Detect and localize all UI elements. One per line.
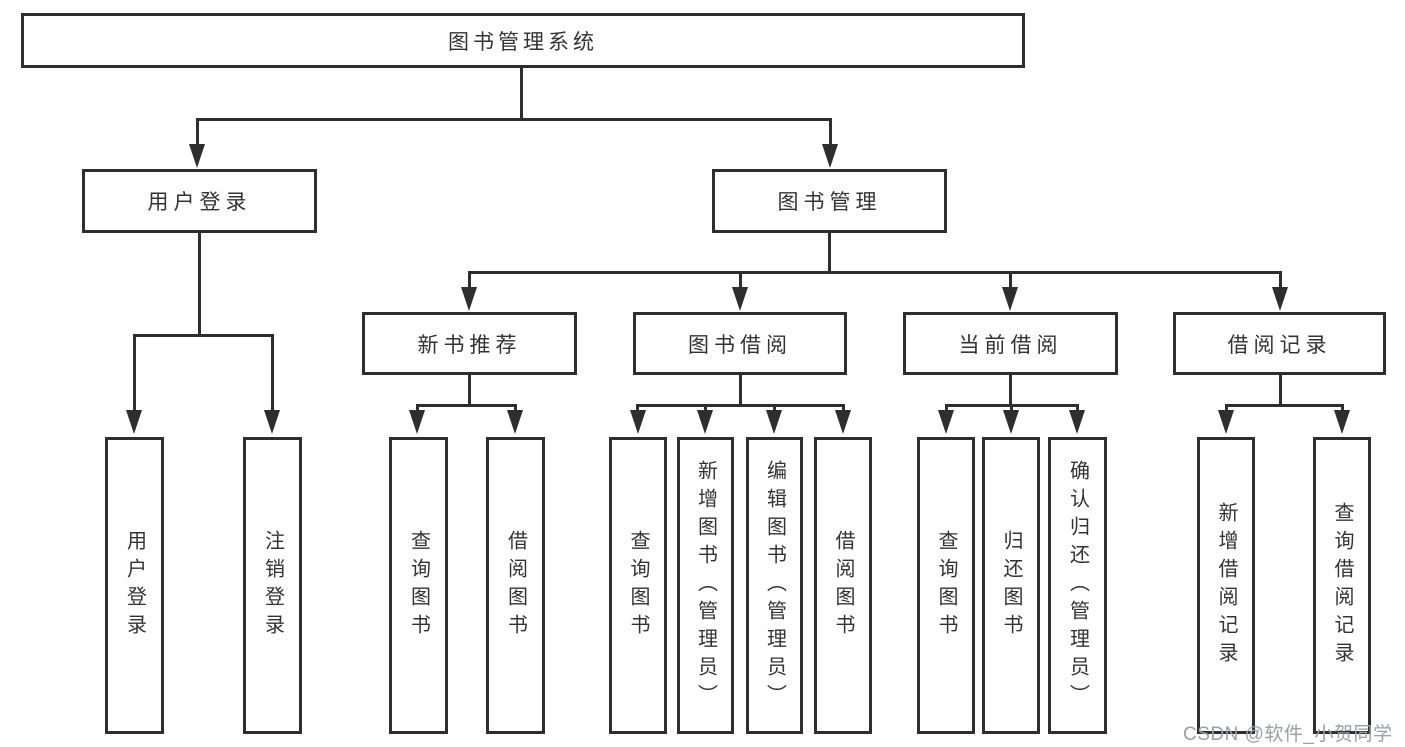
node-current-borrow-label: 当前借阅 — [958, 333, 1063, 357]
arrowhead-newbooks — [461, 287, 477, 311]
connector-bb-borrow-drop — [842, 404, 845, 414]
leaf-bb-query-books: 查询图书 — [609, 437, 667, 734]
arrowhead-bookmgmt — [822, 144, 838, 168]
connector-nb-query-drop — [416, 404, 419, 414]
arrowhead-currentborrow — [1002, 287, 1018, 311]
arrowhead-bb-add — [697, 410, 713, 434]
arrowhead-cb-confirm — [1069, 410, 1085, 434]
connector-newbooks-drop — [468, 271, 471, 288]
arrowhead-nb-query — [409, 410, 425, 434]
leaf-nb-borrow-books-label: 借阅图书 — [504, 529, 527, 642]
leaf-br-add-record-label: 新增借阅记录 — [1215, 501, 1237, 670]
connector-bb-query-drop — [636, 404, 639, 414]
leaf-cb-confirm-return: 确认归还（管理员） — [1048, 437, 1107, 734]
connector-userlogin-drop — [196, 118, 199, 148]
arrowhead-leaf-login — [126, 410, 142, 434]
leaf-br-query-record-label: 查询借阅记录 — [1331, 501, 1353, 670]
connector-currentborrow-stem — [1009, 375, 1012, 406]
connector-newbooks-stem — [468, 375, 471, 406]
node-new-books-label: 新书推荐 — [417, 333, 522, 357]
connector-bookborrow-stem — [739, 375, 742, 406]
leaf-cb-return-books: 归还图书 — [982, 437, 1040, 734]
connector-bookborrow-drop — [739, 271, 742, 288]
leaf-logout-label: 注销登录 — [261, 529, 284, 642]
node-book-borrow: 图书借阅 — [633, 312, 847, 375]
arrowhead-borrowrecords — [1272, 287, 1288, 311]
leaf-bb-edit-books: 编辑图书（管理员） — [746, 437, 803, 734]
node-user-login-label: 用户登录 — [147, 191, 252, 214]
arrowhead-userlogin — [189, 144, 205, 168]
node-user-login: 用户登录 — [82, 169, 317, 233]
connector-br-query-drop — [1341, 404, 1344, 414]
arrowhead-leaf-logout — [264, 410, 280, 434]
leaf-bb-borrow-books-label: 借阅图书 — [832, 529, 854, 642]
leaf-cb-confirm-return-label: 确认归还（管理员） — [1066, 459, 1089, 712]
arrowhead-br-add — [1218, 410, 1234, 434]
connector-borrowrecords-hbar — [1225, 404, 1343, 407]
connector-borrowrecords-drop — [1279, 271, 1282, 288]
leaf-bb-add-books-label: 新增图书（管理员） — [694, 459, 717, 712]
node-root-label: 图书管理系统 — [448, 30, 598, 54]
leaf-br-add-record: 新增借阅记录 — [1197, 437, 1255, 734]
connector-br-add-drop — [1225, 404, 1228, 414]
node-borrow-records: 借阅记录 — [1173, 312, 1386, 375]
connector-root-hbar — [196, 118, 832, 121]
connector-bookmgmt-drop — [829, 118, 832, 148]
leaf-nb-query-books-label: 查询图书 — [407, 529, 430, 642]
node-book-borrow-label: 图书借阅 — [688, 333, 792, 357]
connector-bookmgmt-stem — [828, 233, 831, 274]
arrowhead-nb-borrow — [507, 410, 523, 434]
connector-leaf-logout-drop — [271, 334, 274, 412]
connector-userlogin-hbar — [133, 334, 274, 337]
arrowhead-bb-query — [630, 410, 646, 434]
leaf-bb-borrow-books: 借阅图书 — [814, 437, 872, 734]
leaf-bb-add-books: 新增图书（管理员） — [677, 437, 734, 734]
connector-newbooks-hbar — [416, 404, 517, 407]
arrowhead-bookborrow — [732, 287, 748, 311]
leaf-br-query-record: 查询借阅记录 — [1313, 437, 1371, 734]
node-book-mgmt: 图书管理 — [712, 169, 947, 233]
connector-userlogin-stem — [198, 233, 201, 336]
connector-borrowrecords-stem — [1279, 375, 1282, 406]
leaf-cb-query-books: 查询图书 — [917, 437, 975, 734]
connector-currentborrow-drop — [1009, 271, 1012, 288]
arrowhead-cb-query — [938, 410, 954, 434]
connector-bookmgmt-hbar — [468, 271, 1282, 274]
connector-cb-return-drop — [1010, 404, 1013, 414]
node-new-books: 新书推荐 — [362, 312, 577, 375]
arrowhead-cb-return — [1003, 410, 1019, 434]
node-root: 图书管理系统 — [21, 13, 1025, 68]
leaf-nb-query-books: 查询图书 — [389, 437, 448, 734]
connector-nb-borrow-drop — [514, 404, 517, 414]
connector-cb-query-drop — [945, 404, 948, 414]
connector-root-stem — [520, 68, 523, 120]
arrowhead-br-query — [1334, 410, 1350, 434]
leaf-bb-edit-books-label: 编辑图书（管理员） — [763, 459, 786, 712]
connector-cb-confirm-drop — [1076, 404, 1079, 414]
watermark-text: CSDN @软件_小贺同学 — [1183, 724, 1393, 745]
connector-bookborrow-hbar — [636, 404, 845, 407]
leaf-user-login-label: 用户登录 — [123, 529, 146, 642]
connector-bb-edit-drop — [773, 404, 776, 414]
leaf-nb-borrow-books: 借阅图书 — [486, 437, 545, 734]
leaf-cb-query-books-label: 查询图书 — [935, 529, 957, 642]
leaf-bb-query-books-label: 查询图书 — [627, 529, 649, 642]
arrowhead-bb-borrow — [835, 410, 851, 434]
node-book-mgmt-label: 图书管理 — [777, 191, 882, 214]
node-borrow-records-label: 借阅记录 — [1227, 333, 1332, 357]
connector-leaf-login-drop — [133, 334, 136, 412]
leaf-cb-return-books-label: 归还图书 — [1000, 529, 1022, 642]
leaf-logout: 注销登录 — [243, 437, 302, 734]
node-current-borrow: 当前借阅 — [903, 312, 1118, 375]
arrowhead-bb-edit — [766, 410, 782, 434]
leaf-user-login: 用户登录 — [105, 437, 164, 734]
connector-bb-add-drop — [704, 404, 707, 414]
